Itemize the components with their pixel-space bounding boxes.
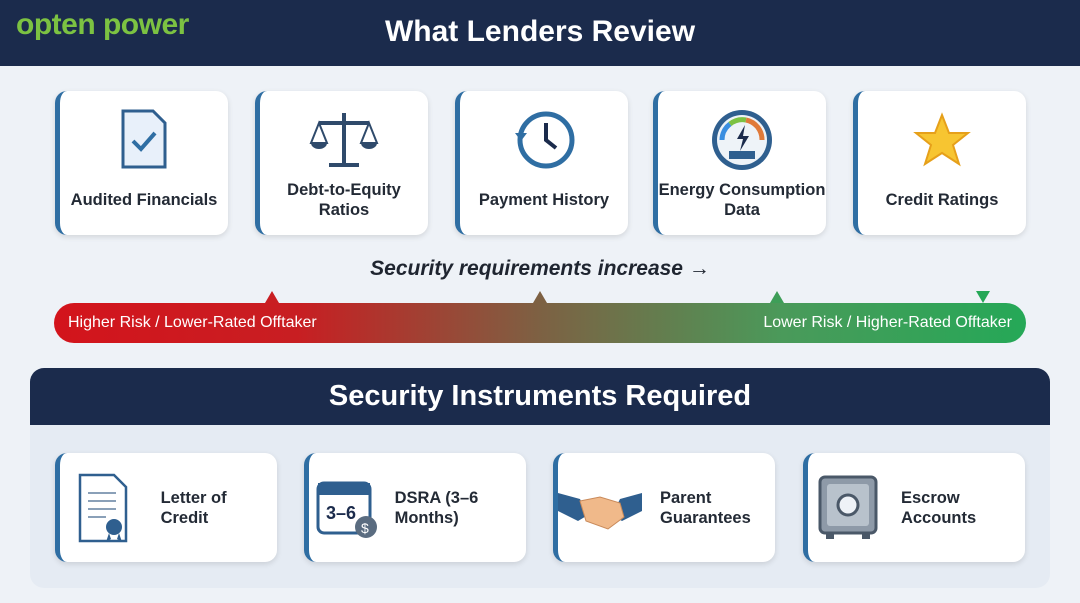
review-card-label: Payment History	[478, 191, 610, 209]
marker-up	[533, 291, 547, 303]
calendar-icon-text: 3–6	[326, 503, 356, 523]
review-card-audited-financials: Audited Financials	[55, 91, 228, 235]
review-card-payment-history: Payment History	[455, 91, 628, 235]
page-title: What Lenders Review	[384, 15, 696, 48]
star-icon	[909, 105, 975, 175]
instrument-card-label: DSRA (3–6 Months)	[394, 488, 479, 527]
calendar-dollar-icon: 3–6 $	[309, 475, 387, 541]
instrument-card-escrow-accounts: Escrow Accounts	[803, 453, 1025, 562]
instrument-card-parent-guarantees: Parent Guarantees	[553, 453, 775, 562]
instrument-card-label: Letter of Credit	[160, 488, 227, 527]
balance-scale-icon	[309, 105, 379, 175]
instrument-card-label: Parent Guarantees	[660, 488, 751, 527]
review-card-label: Audited Financials	[70, 191, 218, 209]
marker-up	[265, 291, 279, 303]
safe-icon	[808, 475, 889, 541]
risk-scale-bar: Higher Risk / Lower-Rated Offtaker Lower…	[54, 303, 1026, 343]
logo: opten power	[16, 8, 189, 41]
marker-up	[770, 291, 784, 303]
instruments-title: Security Instruments Required	[30, 368, 1050, 425]
document-check-icon	[119, 105, 169, 175]
handshake-icon	[558, 483, 642, 533]
header: opten power What Lenders Review	[0, 0, 1080, 66]
instrument-card-dsra: 3–6 $ DSRA (3–6 Months)	[304, 453, 526, 562]
scale-caption: Security requirements increase →	[370, 257, 710, 280]
scale-left-label: Higher Risk / Lower-Rated Offtaker	[68, 314, 317, 331]
review-card-credit-ratings: Credit Ratings	[853, 91, 1026, 235]
scale-right-label: Lower Risk / Higher-Rated Offtaker	[763, 314, 1012, 331]
marker-down	[976, 291, 990, 303]
review-card-energy-consumption: Energy Consumption Data	[653, 91, 826, 235]
review-card-debt-to-equity: Debt-to-Equity Ratios	[255, 91, 428, 235]
energy-meter-icon	[709, 105, 775, 175]
svg-text:$: $	[361, 520, 369, 536]
review-card-label: Energy Consumption Data	[658, 181, 826, 219]
instrument-card-label: Escrow Accounts	[900, 488, 977, 527]
review-card-label: Debt-to-Equity Ratios	[287, 181, 401, 219]
clock-history-icon	[511, 105, 577, 175]
review-card-label: Credit Ratings	[885, 191, 999, 209]
certificate-icon	[60, 473, 149, 543]
instrument-card-letter-of-credit: Letter of Credit	[55, 453, 277, 562]
